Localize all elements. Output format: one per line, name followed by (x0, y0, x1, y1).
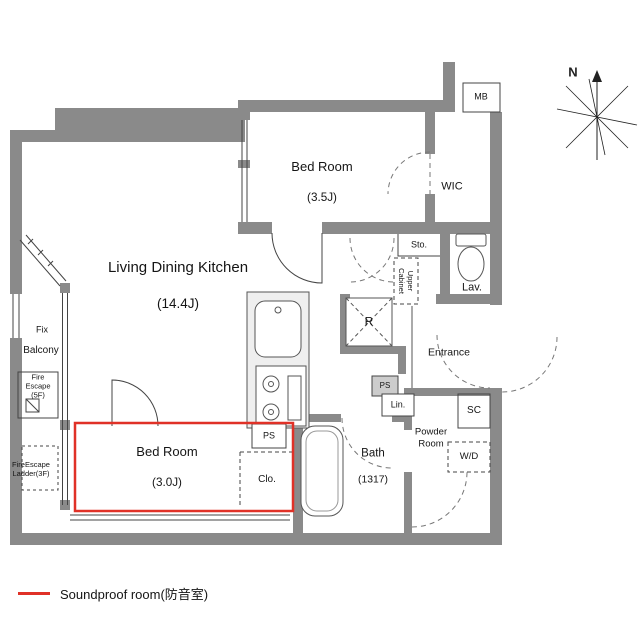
legend-soundproof-line (18, 592, 50, 595)
balcony-window (62, 293, 68, 505)
fire-escape-ladder-box (21, 445, 59, 491)
small-boxes (17, 82, 501, 508)
bath-door (341, 417, 393, 469)
room-label-ldk: Living Dining Kitchen (14.4J) (107, 259, 249, 312)
partition-window (241, 120, 248, 222)
wic-door (387, 151, 431, 195)
room-label-bedroom-small: Bed Room (3.0J) (136, 444, 198, 489)
storage-lines (397, 234, 440, 257)
soundproof-outline (73, 421, 295, 513)
label-linen: Lin. (390, 399, 406, 410)
label-shoe-closet: SC (467, 404, 481, 416)
south-window (70, 514, 290, 521)
room-label-bedroom-large: Bed Room (3.5J) (291, 159, 353, 204)
label-fire-escape-ladder: FireEscape Ladder(3F) (12, 459, 50, 478)
label-fix-window: Fix (36, 324, 48, 335)
room-label-balcony: Balcony (23, 344, 59, 356)
label-refrigerator: R (364, 314, 374, 329)
bedroom-large-door (271, 232, 323, 284)
room-label-entrance: Entrance (427, 346, 471, 359)
entrance-outer-door (501, 336, 558, 393)
room-label-lav: Lav. (462, 281, 482, 294)
room-label-powder: Powder Room (414, 426, 448, 449)
room-label-bath: Bath (1317) (358, 447, 388, 486)
bathtub-icon (300, 425, 344, 517)
label-ps-bedroom: PS (262, 430, 276, 441)
shoe-closet-box (457, 393, 491, 429)
windows (10, 120, 413, 521)
kitchen-sink-icon (254, 300, 302, 358)
refrigerator-box (345, 297, 393, 347)
corner-window-ticks (27, 238, 54, 267)
compass-icon (556, 70, 638, 160)
label-washer-dryer: W/D (459, 451, 479, 463)
bedroom-small-door (111, 379, 159, 427)
label-closet: Clo. (258, 473, 276, 485)
legend: Soundproof room(防音室) (18, 584, 208, 603)
dashed-door-arcs (341, 151, 558, 528)
closet-lines (239, 451, 292, 508)
fire-escape-hatch (25, 398, 40, 413)
fix-window (12, 294, 20, 338)
stove-icon (255, 365, 307, 427)
door-arcs (111, 232, 323, 427)
label-ps-hall: PS (379, 381, 391, 391)
label-fire-escape: Fire Escape (5F) (25, 372, 51, 400)
label-upper-cabinet: Upper Cabinet (397, 268, 416, 294)
corner-window (19, 234, 67, 287)
mb-box (462, 82, 501, 113)
toilet-icon (455, 233, 487, 282)
legend-soundproof-label: Soundproof room(防音室) (60, 587, 209, 602)
washer-dryer-box (447, 441, 491, 473)
linen-box (381, 393, 415, 417)
walls (10, 62, 502, 545)
powder-door (411, 471, 468, 528)
label-storage: Sto. (410, 239, 428, 250)
compass-north-label: N (568, 64, 578, 80)
ps-bedroom-box (251, 423, 287, 449)
entrance-inner-door (436, 334, 491, 389)
label-mb: MB (474, 91, 488, 102)
room-label-wic: WIC (441, 180, 463, 193)
fire-escape-box (17, 371, 59, 419)
